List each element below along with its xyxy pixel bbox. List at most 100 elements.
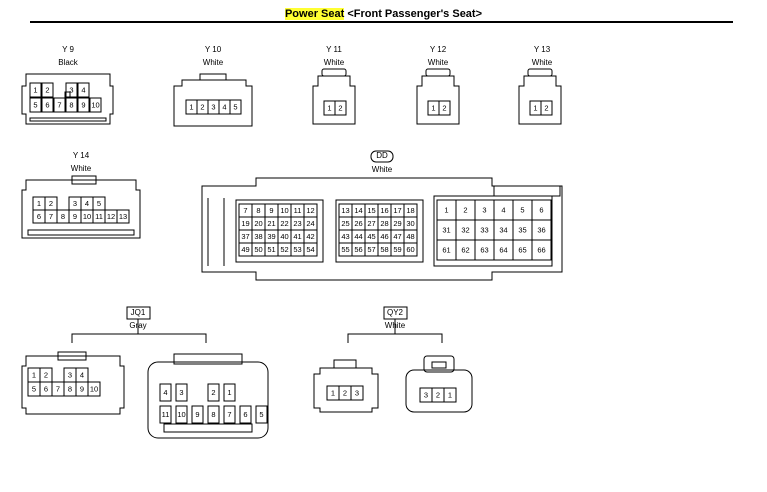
dd-a-pin-number: 42 <box>306 232 314 241</box>
qy2-left-latch <box>333 359 357 369</box>
y14-pin-number: 1 <box>37 199 41 208</box>
dd-c-pin-number: 2 <box>463 206 467 215</box>
dd-a-pin-number: 38 <box>254 232 262 241</box>
jq1-left-pin-number: 10 <box>90 385 98 394</box>
jq1-left-pin-number: 7 <box>56 385 60 394</box>
dd-c-pin-number: 61 <box>442 246 450 255</box>
y11-color: White <box>323 58 345 67</box>
y12-pin-number: 2 <box>442 104 446 113</box>
dd-c-pin-number: 64 <box>499 246 507 255</box>
dd-c-pin-number: 33 <box>480 226 488 235</box>
jq1-right-pin-number: 9 <box>195 410 199 419</box>
dd-c-pin-number: 66 <box>537 246 545 255</box>
dd-color: White <box>371 165 393 174</box>
jq1-left-pin-number: 4 <box>80 371 84 380</box>
dd-housing <box>201 177 563 281</box>
qy2-right-pin-number: 2 <box>436 391 440 400</box>
y14-pin-number: 3 <box>73 199 77 208</box>
dd-c-pin-number: 1 <box>444 206 448 215</box>
jq1-right-pin-cavity <box>223 383 236 402</box>
jq1-right-pin-number: 11 <box>162 410 170 419</box>
y9-pin-number: 1 <box>33 86 37 95</box>
dd-b-pin-number: 13 <box>341 206 349 215</box>
y13-pin-number: 2 <box>544 104 548 113</box>
dd-b-pin-number: 15 <box>367 206 375 215</box>
y14-pin-number: 5 <box>97 199 101 208</box>
qy2-left-pin-cavity <box>350 385 364 401</box>
dd-b-pin-number: 18 <box>406 206 414 215</box>
jq1-left-latch <box>57 351 87 361</box>
jq1-left-pin-number: 3 <box>68 371 72 380</box>
y9-pin-number: 6 <box>45 101 49 110</box>
y9-housing <box>21 73 114 125</box>
dd-b-pin-number: 16 <box>380 206 388 215</box>
dd-b-pin-number: 57 <box>367 245 375 254</box>
dd-b-pin-number: 29 <box>393 219 401 228</box>
jq1-right-pin-number: 5 <box>259 410 263 419</box>
dd-a-pin-number: 49 <box>241 245 249 254</box>
qy2-right-latch <box>423 355 455 373</box>
y14-pin-number: 10 <box>83 212 91 221</box>
dd-b-pin-number: 30 <box>406 219 414 228</box>
jq1-left-pin-number: 1 <box>32 371 36 380</box>
jq1-right-pin-cavity <box>239 405 252 424</box>
y13-pin-number: 1 <box>533 104 537 113</box>
dd-a-pin-number: 9 <box>269 206 273 215</box>
dd-c-pin-number: 35 <box>518 226 526 235</box>
y9-pin-cavity <box>29 82 42 98</box>
dd-b-pin-cavity <box>403 242 418 257</box>
y14-latch <box>71 175 97 185</box>
y9-pin-number: 10 <box>91 101 99 110</box>
dd-a-pin-number: 52 <box>280 245 288 254</box>
qy2-right-pin-number: 3 <box>424 391 428 400</box>
y14-pin-number: 6 <box>37 212 41 221</box>
dd-code: DD <box>376 151 388 160</box>
dd-b-pin-number: 44 <box>354 232 362 241</box>
dd-c-pin-number: 5 <box>520 206 524 215</box>
jq1-right-latch <box>173 353 243 365</box>
dd-a-pin-number: 7 <box>243 206 247 215</box>
jq1-right-pin-cavity <box>159 383 172 402</box>
dd-a-pin-cavity <box>303 242 318 257</box>
y14-bottom-rail <box>27 229 135 236</box>
y9-pin-cavity <box>65 82 78 98</box>
title-rest: <Front Passenger's Seat> <box>344 8 483 20</box>
jq1-right-pin-number: 7 <box>227 410 231 419</box>
y14-pin-number: 12 <box>107 212 115 221</box>
dd-c-pin-number: 3 <box>482 206 486 215</box>
jq1-right-bottom-rail <box>163 423 253 433</box>
dd-a-pin-number: 53 <box>293 245 301 254</box>
dd-a-pin-number: 24 <box>306 219 314 228</box>
jq1-left-pin-number: 5 <box>32 385 36 394</box>
jq1-left-pin-number: 9 <box>80 385 84 394</box>
y11-housing <box>312 75 356 125</box>
y12-latch <box>425 68 451 77</box>
y11-code: Y 11 <box>326 45 342 54</box>
y10-pin-number: 3 <box>211 103 215 112</box>
jq1-right-pin-cavity <box>175 405 188 424</box>
y9-pin-cavity <box>77 97 90 113</box>
y9-pin-cavity <box>41 97 54 113</box>
y14-pin-number: 7 <box>49 212 53 221</box>
y10-color: White <box>202 58 224 67</box>
y9-pin-number: 5 <box>33 101 37 110</box>
dd-b-pin-number: 59 <box>393 245 401 254</box>
y14-pin-number: 8 <box>61 212 65 221</box>
dd-b-pin-number: 25 <box>341 219 349 228</box>
dd-c-pin-number: 34 <box>499 226 507 235</box>
jq1-right-pin-cavity <box>191 405 204 424</box>
jq1-right-pin-number: 1 <box>227 388 231 397</box>
y13-latch <box>527 68 553 77</box>
dd-b-pin-number: 14 <box>354 206 362 215</box>
dd-b-pin-number: 45 <box>367 232 375 241</box>
dd-c-pin-number: 63 <box>480 246 488 255</box>
jq1-right-pin-number: 8 <box>211 410 215 419</box>
y14-pin-cavity <box>116 209 130 224</box>
title-rule <box>30 21 733 23</box>
dd-b-pin-number: 55 <box>341 245 349 254</box>
y9-pin-number: 9 <box>81 101 85 110</box>
jq1-left-pin-number: 8 <box>68 385 72 394</box>
jq1-right-pin-number: 6 <box>243 410 247 419</box>
dd-a-pin-number: 41 <box>293 232 301 241</box>
dd-b-pin-number: 60 <box>406 245 414 254</box>
